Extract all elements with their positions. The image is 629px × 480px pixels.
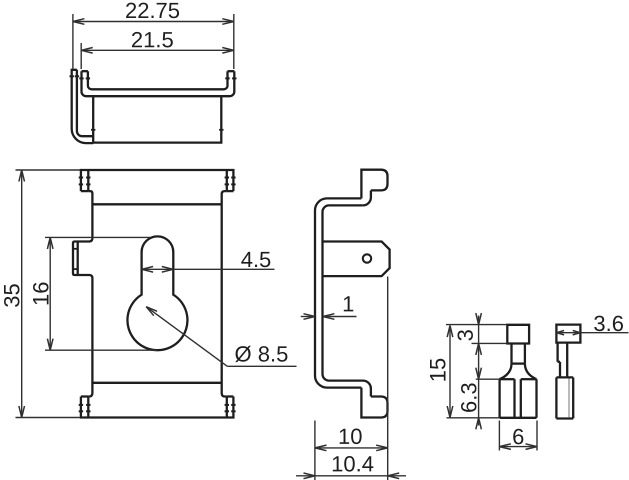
svg-text:6.3: 6.3 [456,382,481,413]
svg-text:16: 16 [29,281,54,305]
svg-text:15: 15 [425,358,450,382]
svg-text:10.4: 10.4 [331,451,374,476]
svg-text:3: 3 [453,329,478,341]
svg-text:35: 35 [0,283,24,307]
svg-text:4.5: 4.5 [241,247,272,272]
svg-text:10: 10 [338,424,362,449]
svg-text:3.6: 3.6 [593,311,624,336]
svg-text:1: 1 [342,291,354,316]
svg-text:21.5: 21.5 [131,27,174,52]
svg-text:22.75: 22.75 [125,0,180,23]
svg-text:Ø 8.5: Ø 8.5 [234,342,288,367]
svg-text:6: 6 [512,424,524,449]
